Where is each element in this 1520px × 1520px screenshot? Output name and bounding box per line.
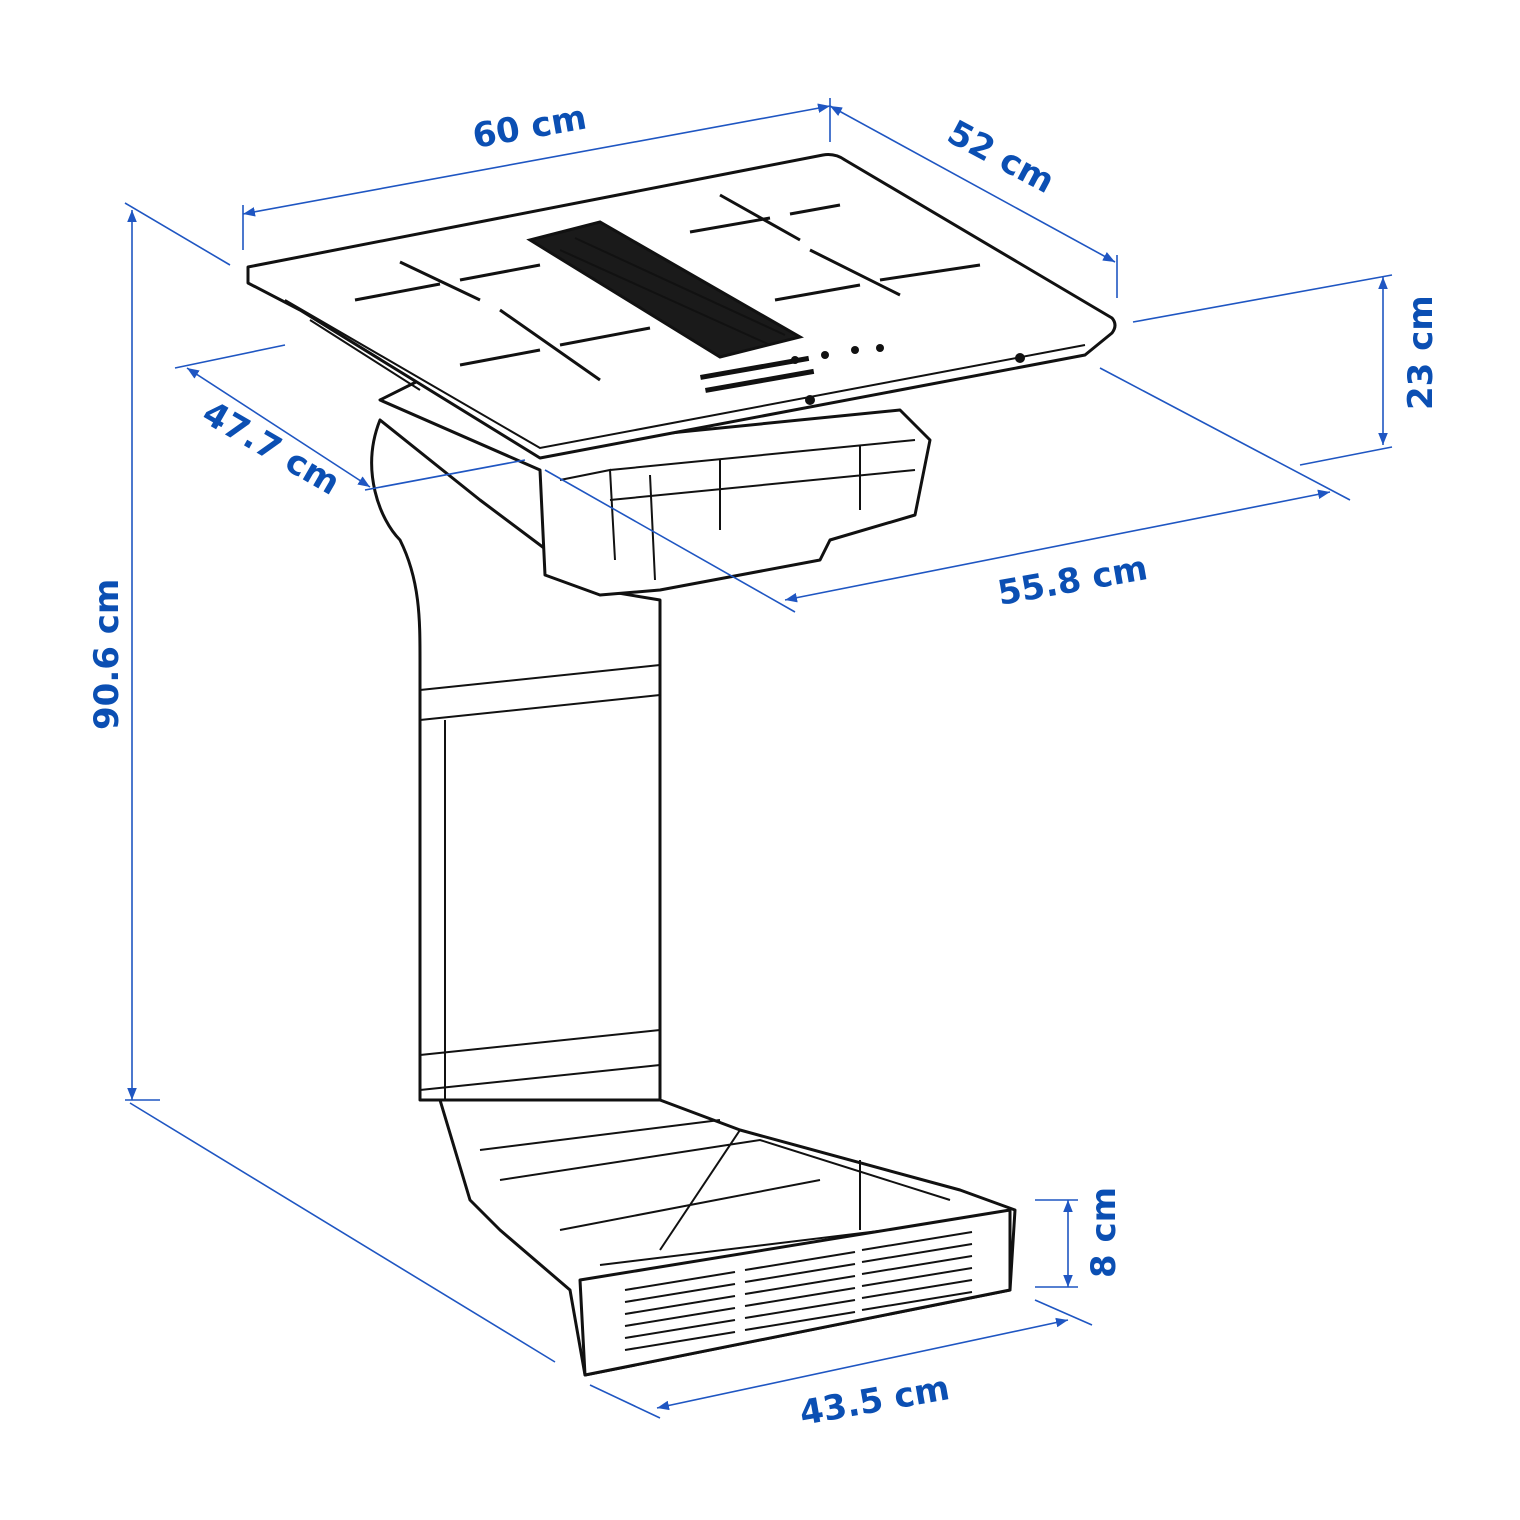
filter-unit [438,1098,1017,1377]
width-top-label: 60 cm [470,98,590,157]
filter-grille [624,1231,973,1351]
cutout-depth-label: 47.7 cm [196,393,347,503]
filter-width-label: 43.5 cm [797,1368,953,1434]
hob-height-label: 23 cm [1401,295,1441,410]
filter-height-label: 8 cm [1084,1187,1124,1278]
downdraft-hob-illustration [246,153,1117,1377]
induction-hob-top [246,153,1117,460]
cutout-width-label: 55.8 cm [995,548,1151,614]
depth-top-label: 52 cm [941,113,1061,202]
touch-controls [700,344,1025,405]
dimension-lines [124,98,1393,1419]
total-height-label: 90.6 cm [87,579,127,730]
downdraft-vent [526,220,804,359]
